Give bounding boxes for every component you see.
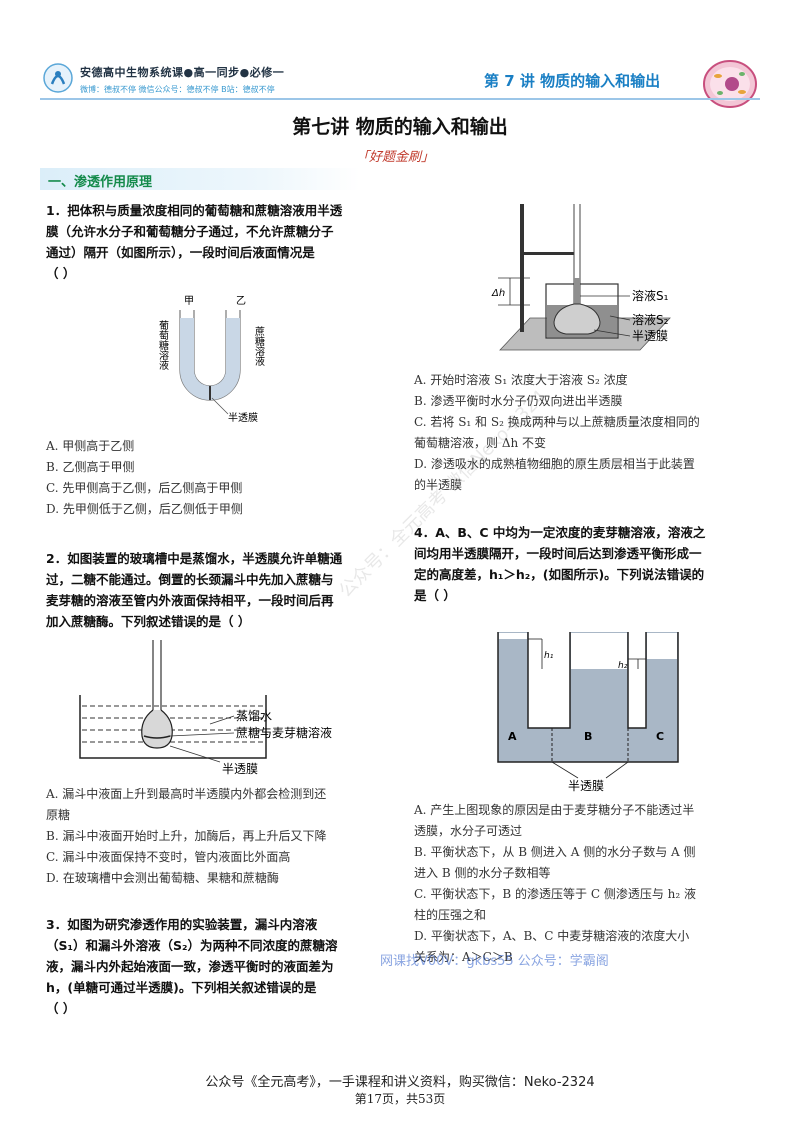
course-logo-icon: [43, 63, 73, 93]
option-c[interactable]: C. 平衡状态下，B 的渗透压等于 C 侧渗透压与 h₂ 液: [414, 887, 696, 901]
header-course-name: 安德高中生物系统课●高一同步●必修一: [80, 66, 285, 79]
option-c-cont: 柱的压强之和: [414, 908, 487, 922]
option-a[interactable]: A. 开始时溶液 S₁ 浓度大于溶液 S₂ 浓度: [414, 373, 628, 387]
stem-line: 液，漏斗内外起始液面一致，渗透平衡时的液面差为: [46, 959, 334, 974]
option-a-cont: 原糖: [46, 808, 71, 822]
question-1-options: A. 甲侧高于乙侧 B. 乙侧高于甲侧 C. 先甲侧高于乙侧，后乙侧高于甲侧 D…: [46, 436, 386, 520]
osmosis-apparatus-figure: Δh 溶液S₁ 溶液S₂ 半透膜: [491, 204, 671, 351]
option-b[interactable]: B. 漏斗中液面开始时上升，加酶后，再上升后又下降: [46, 829, 327, 843]
header-divider: [40, 98, 760, 100]
label-s1: 溶液S₁: [632, 288, 669, 303]
funnel-figure: 蒸馏水 蔗糖与麦芽糖溶液 半透膜: [79, 640, 332, 776]
section-title: 一、渗透作用原理: [48, 175, 153, 190]
option-b[interactable]: B. 渗透平衡时水分子仍双向进出半透膜: [414, 394, 623, 408]
label-h1: h₁: [544, 651, 554, 661]
label-s2: 溶液S₂: [632, 312, 669, 327]
label-membrane: 半透膜: [632, 329, 668, 343]
question-2-options: A. 漏斗中液面上升到最高时半透膜内外都会检测到还 原糖 B. 漏斗中液面开始时…: [46, 784, 386, 889]
label-membrane: 半透膜: [568, 779, 604, 793]
stem-line: 加入蔗糖酶。下列叙述错误的是（ ）: [46, 614, 251, 629]
option-a[interactable]: A. 漏斗中液面上升到最高时半透膜内外都会检测到还: [46, 787, 327, 801]
label-sucrose: 蔗糖溶液: [253, 326, 265, 367]
page-subtitle: 「好题金刷」: [356, 150, 435, 165]
u-tube-figure: 甲 乙 半透膜 葡萄糖溶液 蔗糖溶液: [157, 295, 265, 424]
option-d-cont: 的半透膜: [414, 478, 463, 492]
stem-line: 间均用半透膜隔开，一段时间后达到渗透平衡形成一: [414, 546, 702, 561]
watermark-blue: 网课找V00V：gkbs55 公众号：学霸阁: [380, 954, 609, 969]
option-b[interactable]: B. 平衡状态下，从 B 侧进入 A 侧的水分子数与 A 侧: [414, 845, 696, 859]
stem-line: 通过）隔开（如图所示），一段时间后液面情况是: [46, 245, 315, 260]
stem-line: 3．如图为研究渗透作用的实验装置，漏斗内溶液: [46, 917, 318, 932]
question-1-stem: 1．把体积与质量浓度相同的葡萄糖和蔗糖溶液用半透 膜（允许水分子和葡萄糖分子通过…: [46, 200, 386, 284]
label-h2: h₂: [618, 661, 628, 671]
label-membrane: 半透膜: [222, 762, 258, 776]
question-4-stem: 4．A、B、C 中均为一定浓度的麦芽糖溶液，溶液之 间均用半透膜隔开，一段时间后…: [414, 522, 764, 606]
label-membrane: 半透膜: [228, 411, 258, 424]
label-c: C: [656, 730, 664, 743]
option-d-cont: 关系为：A＞C＞B: [414, 950, 513, 964]
stem-line: 2．如图装置的玻璃槽中是蒸馏水，半透膜允许单糖通: [46, 551, 343, 566]
header-notice: 微博：德叔不停 微信公众号：德叔不停 B站：德叔不停: [80, 85, 275, 94]
label-water: 蒸馏水: [236, 709, 272, 723]
option-a-cont: 透膜，水分子可透过: [414, 824, 523, 838]
option-a[interactable]: A. 产生上图现象的原因是由于麦芽糖分子不能透过半: [414, 803, 695, 817]
option-c[interactable]: C. 漏斗中液面保持不变时，管内液面比外面高: [46, 850, 291, 864]
option-d[interactable]: D. 先甲侧低于乙侧，后乙侧低于甲侧: [46, 502, 243, 516]
option-d[interactable]: D. 渗透吸水的成熟植物细胞的原生质层相当于此装置: [414, 457, 695, 471]
question-4-options: A. 产生上图现象的原因是由于麦芽糖分子不能透过半 透膜，水分子可透过 B. 平…: [414, 800, 764, 968]
stem-line: 定的高度差，h₁＞h₂，(如图所示)。下列说法错误的: [414, 567, 705, 582]
question-3-options: A. 开始时溶液 S₁ 浓度大于溶液 S₂ 浓度 B. 渗透平衡时水分子仍双向进…: [414, 370, 764, 496]
stem-line: 麦芽糖的溶液至管内外液面保持相平，一段时间后再: [46, 593, 334, 608]
stem-line: 1．把体积与质量浓度相同的葡萄糖和蔗糖溶液用半透: [46, 203, 343, 218]
stem-line: h，(单糖可通过半透膜)。下列相关叙述错误的是: [46, 980, 317, 995]
option-c[interactable]: C. 若将 S₁ 和 S₂ 换成两种与以上蔗糖质量浓度相同的: [414, 415, 700, 429]
footer-notice: 公众号《全元高考》，一手课程和讲义资料，购买微信：Neko-2324: [205, 1075, 595, 1090]
option-b[interactable]: B. 乙侧高于甲侧: [46, 460, 135, 474]
stem-line: 过，二糖不能通过。倒置的长颈漏斗中先加入蔗糖与: [46, 572, 334, 587]
stem-line: （ ）: [46, 266, 76, 281]
option-c[interactable]: C. 先甲侧高于乙侧，后乙侧高于甲侧: [46, 481, 243, 495]
option-d[interactable]: D. 平衡状态下，A、B、C 中麦芽糖溶液的浓度大小: [414, 929, 690, 943]
option-b-cont: 进入 B 侧的水分子数相等: [414, 866, 551, 880]
page-number: 第17页，共53页: [354, 1092, 446, 1106]
option-d[interactable]: D. 在玻璃槽中会测出葡萄糖、果糖和蔗糖酶: [46, 871, 279, 885]
page-title: 第七讲 物质的输入和输出: [292, 116, 508, 138]
stem-line: 膜（允许水分子和葡萄糖分子通过，不允许蔗糖分子: [46, 224, 334, 239]
label-b: B: [584, 730, 592, 743]
section-bar: [40, 168, 360, 190]
stem-line: 是（ ）: [414, 588, 456, 603]
question-2-stem: 2．如图装置的玻璃槽中是蒸馏水，半透膜允许单糖通 过，二糖不能通过。倒置的长颈漏…: [46, 548, 386, 632]
label-a: A: [508, 730, 517, 743]
label-glucose: 葡萄糖溶液: [157, 319, 169, 371]
header-chapter-title: 第 7 讲 物质的输入和输出: [484, 72, 661, 90]
label-solution: 蔗糖与麦芽糖溶液: [236, 725, 332, 740]
option-c-cont: 葡萄糖溶液，则 Δh 不变: [414, 436, 547, 450]
question-3-stem: 3．如图为研究渗透作用的实验装置，漏斗内溶液 （S₁）和漏斗外溶液（S₂）为两种…: [46, 914, 386, 1019]
label-yi: 乙: [236, 295, 246, 307]
cell-illustration-icon: [703, 60, 757, 108]
stem-line: （S₁）和漏斗外溶液（S₂）为两种不同浓度的蔗糖溶: [46, 938, 338, 953]
label-dh: Δh: [491, 288, 505, 299]
abc-vessels-figure: h₁ h₂ A B C 半透膜: [497, 632, 679, 793]
stem-line: （ ）: [46, 1001, 76, 1016]
option-a[interactable]: A. 甲侧高于乙侧: [46, 439, 135, 453]
stem-line: 4．A、B、C 中均为一定浓度的麦芽糖溶液，溶液之: [414, 525, 706, 540]
label-jia: 甲: [184, 296, 194, 307]
